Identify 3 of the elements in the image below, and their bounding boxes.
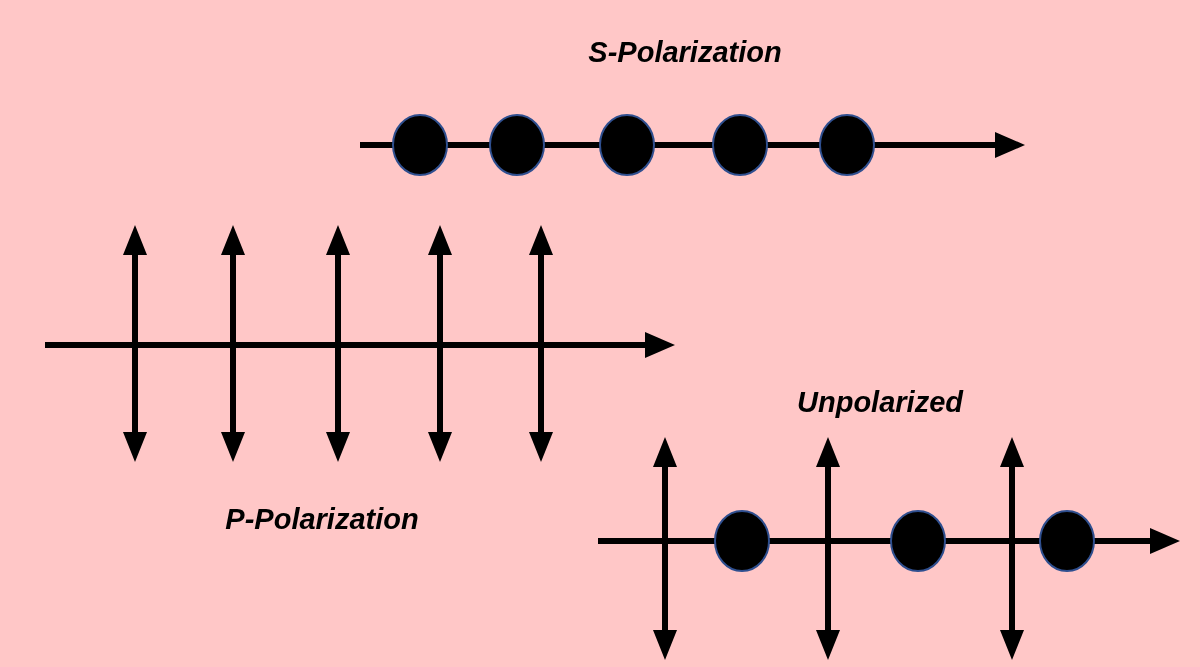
polarization-label: S-Polarization [588, 36, 782, 69]
polarization-label: P-Polarization [225, 503, 419, 536]
polarization-label: Unpolarized [797, 386, 963, 419]
